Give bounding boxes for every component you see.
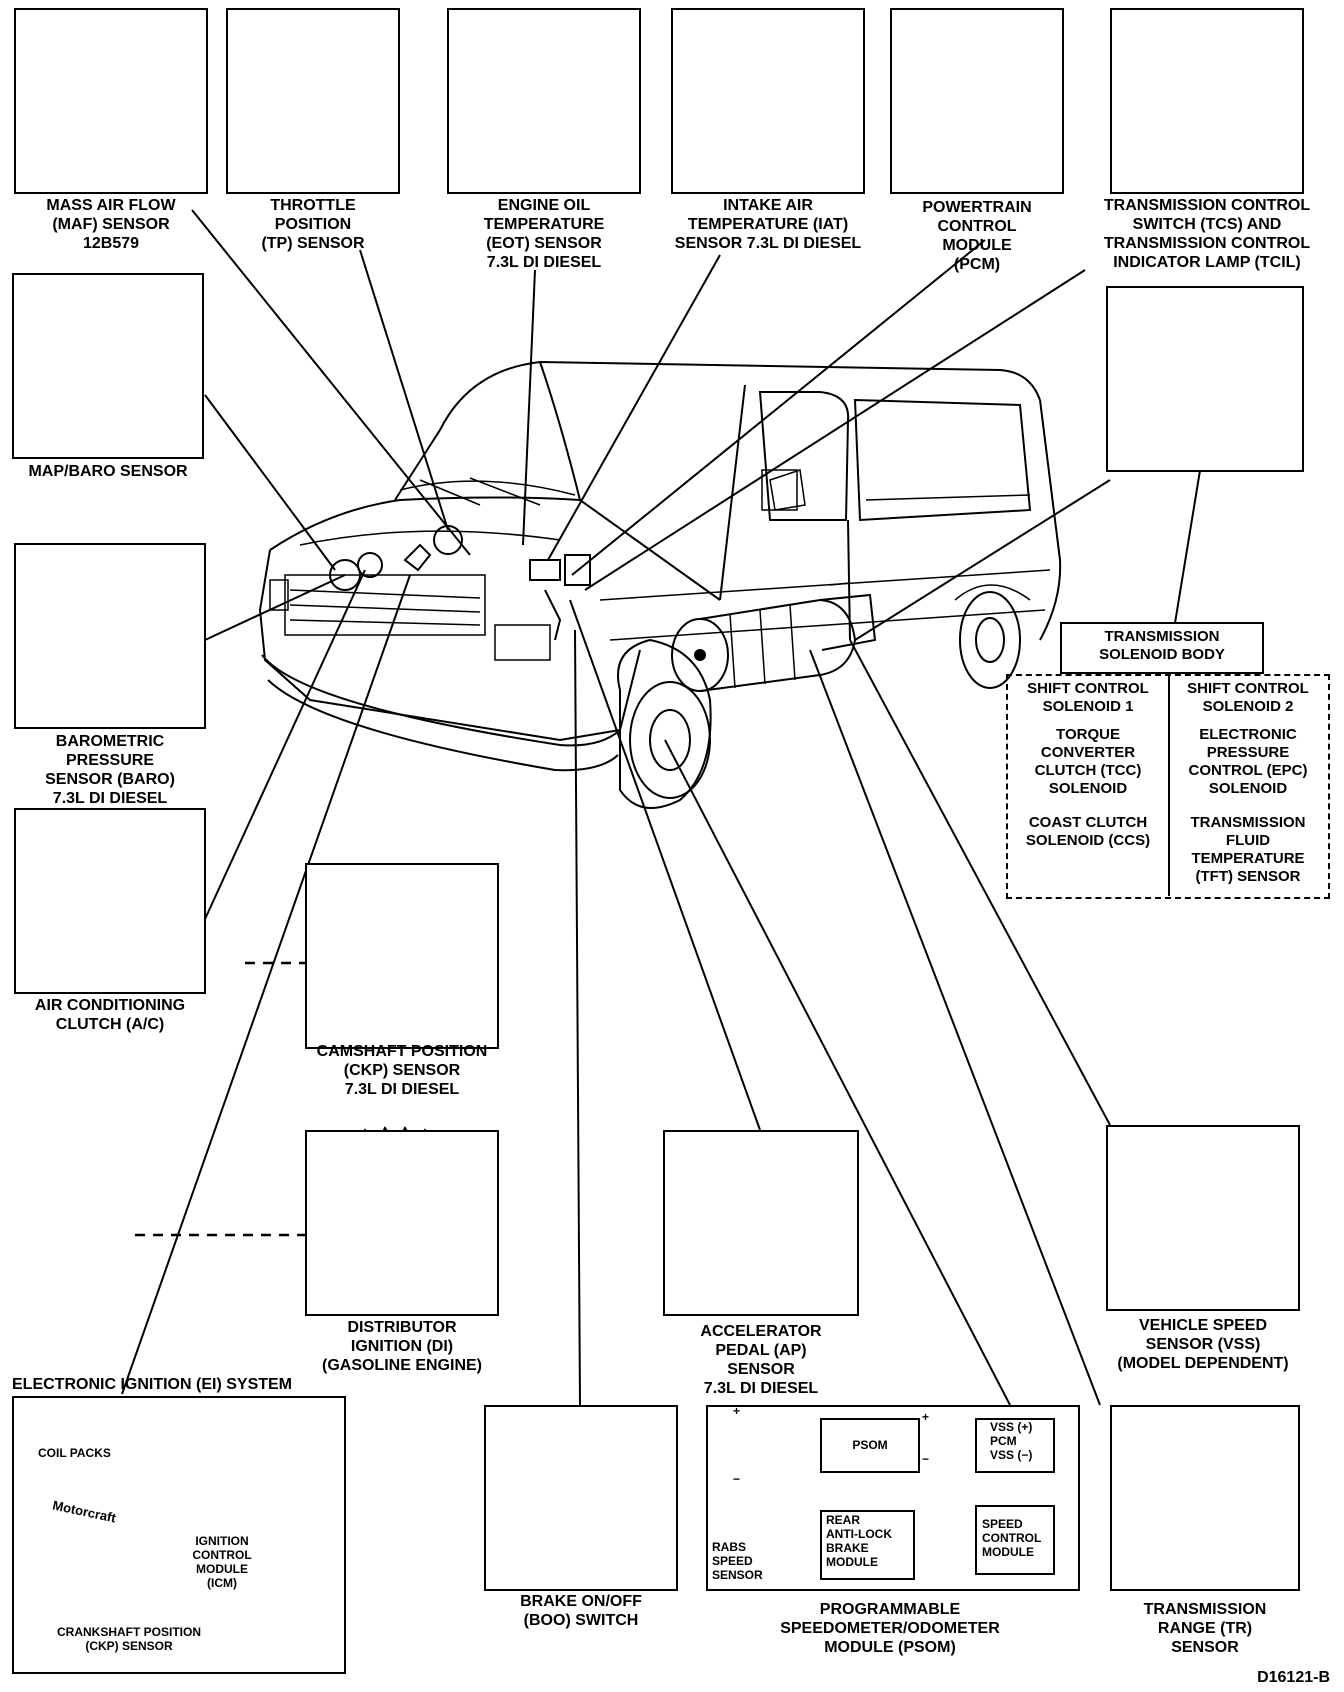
cmp-label: CAMSHAFT POSITION (CKP) SENSOR 7.3L DI D… — [316, 1043, 488, 1098]
di-label: DISTRIBUTOR IGNITION (DI) (GASOLINE ENGI… — [321, 1319, 482, 1374]
psom-plus: + — [922, 1410, 930, 1424]
baro-label: BAROMETRIC PRESSURE SENSOR (BARO) 7.3L D… — [45, 733, 175, 807]
di-box — [305, 1130, 499, 1316]
maf-label: MASS AIR FLOW (MAF) SENSOR 12B579 — [46, 197, 176, 252]
icm-label: IGNITION CONTROL MODULE (ICM) — [192, 1534, 252, 1590]
solenoid-body-title-box — [1060, 622, 1264, 674]
ap-label: ACCELERATOR PEDAL (AP) SENSOR 7.3L DI DI… — [700, 1323, 822, 1397]
ap-box — [663, 1130, 859, 1316]
map-label: MAP/BARO SENSOR — [28, 463, 188, 480]
psom-module-box — [820, 1418, 920, 1473]
ac-label: AIR CONDITIONING CLUTCH (A/C) — [34, 997, 186, 1033]
psom-label: PROGRAMMABLE SPEEDOMETER/ODOMETER MODULE… — [780, 1601, 1000, 1656]
tp-box — [226, 8, 400, 194]
tp-label: THROTTLE POSITION (TP) SENSOR — [261, 197, 365, 252]
solenoid-divider — [1168, 676, 1170, 896]
ei-box — [12, 1396, 346, 1674]
solenoid-cell-tft: TRANSMISSION FLUID TEMPERATURE (TFT) SEN… — [1190, 814, 1306, 885]
ac-box — [14, 808, 206, 994]
psom-top-plus: + — [733, 1404, 741, 1418]
psom-module-label: PSOM — [852, 1438, 888, 1452]
solenoid-cell-scs2: SHIFT CONTROL SOLENOID 2 — [1187, 680, 1309, 715]
psom-speed-control-box — [975, 1505, 1055, 1575]
solenoid-cell-scs1: SHIFT CONTROL SOLENOID 1 — [1027, 680, 1149, 715]
psom-rear-abs-box — [820, 1510, 915, 1580]
boo-box — [484, 1405, 678, 1591]
psom-speed-control: SPEED CONTROL MODULE — [982, 1517, 1042, 1559]
psom-rear-abs: REAR ANTI-LOCK BRAKE MODULE — [826, 1513, 892, 1569]
boo-label: BRAKE ON/OFF (BOO) SWITCH — [520, 1593, 642, 1629]
eot-box — [447, 8, 641, 194]
solenoid-cell-tcc: TORQUE CONVERTER CLUTCH (TCC) SOLENOID — [1034, 726, 1142, 797]
psom-ground: − — [733, 1472, 741, 1486]
vss-label: VEHICLE SPEED SENSOR (VSS) (MODEL DEPEND… — [1117, 1317, 1289, 1372]
solenoid-body-title: TRANSMISSION SOLENOID BODY — [1099, 628, 1225, 663]
solenoid-cell-epc: ELECTRONIC PRESSURE CONTROL (EPC) SOLENO… — [1188, 726, 1308, 797]
psom-vss-pcm-box — [975, 1418, 1055, 1473]
maf-box — [14, 8, 208, 194]
psom-minus: − — [922, 1452, 930, 1466]
baro-box — [14, 543, 206, 729]
solenoid-cell-ccs: COAST CLUTCH SOLENOID (CCS) — [1025, 814, 1151, 849]
ei-title: ELECTRONIC IGNITION (EI) SYSTEM — [12, 1376, 293, 1393]
tr-label: TRANSMISSION RANGE (TR) SENSOR — [1143, 1601, 1267, 1656]
solenoid-body-table — [1006, 674, 1330, 899]
leader-lines — [121, 209, 1206, 1406]
vss-box — [1106, 1125, 1300, 1311]
psom-rabs-speed: RABS SPEED SENSOR — [712, 1540, 763, 1582]
van-illustration — [258, 360, 1062, 809]
psom-box — [706, 1405, 1080, 1591]
ckp-label: CRANKSHAFT POSITION (CKP) SENSOR — [57, 1625, 201, 1653]
figure-id: D16121-B — [1257, 1669, 1330, 1686]
pcm-label: POWERTRAIN CONTROL MODULE (PCM) — [922, 199, 1032, 273]
map-box — [12, 273, 204, 459]
iat-box — [671, 8, 865, 194]
cmp-box — [305, 863, 499, 1049]
psom-vss-plus: VSS (+) — [990, 1420, 1033, 1434]
psom-pcm: PCM — [990, 1434, 1017, 1448]
eot-label: ENGINE OIL TEMPERATURE (EOT) SENSOR 7.3L… — [483, 197, 605, 271]
tr-box — [1110, 1405, 1300, 1591]
coil-packs-label: COIL PACKS — [38, 1446, 111, 1460]
tcs-label: TRANSMISSION CONTROL SWITCH (TCS) AND TR… — [1103, 197, 1311, 271]
psom-vss-minus: VSS (−) — [990, 1448, 1033, 1462]
solenoid-image-box — [1106, 286, 1304, 472]
pcm-box — [890, 8, 1064, 194]
tcs-box — [1110, 8, 1304, 194]
iat-label: INTAKE AIR TEMPERATURE (IAT) SENSOR 7.3L… — [674, 197, 862, 252]
